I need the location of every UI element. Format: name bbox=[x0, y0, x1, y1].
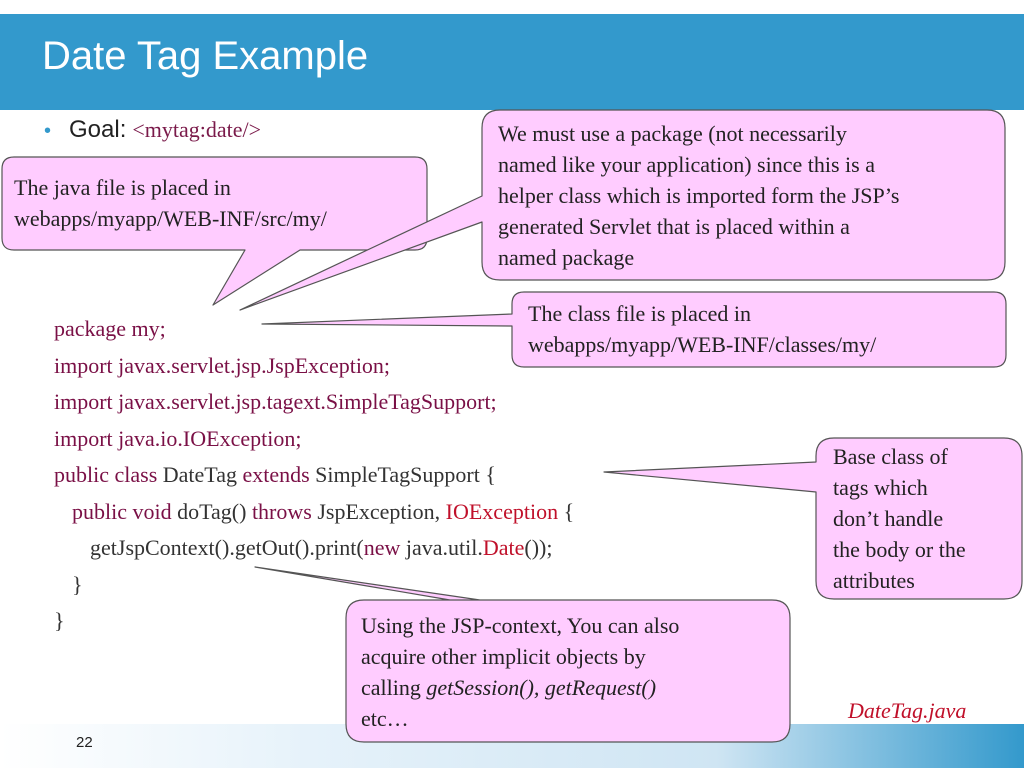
code-line-8: } bbox=[54, 567, 574, 604]
class-file-callout: The class file is placed in webapps/myap… bbox=[528, 298, 876, 360]
code-line-3: import javax.servlet.jsp.tagext.SimpleTa… bbox=[54, 384, 574, 421]
package-callout-shape bbox=[239, 109, 1006, 311]
callout-line: etc… bbox=[361, 706, 409, 731]
callout-line: Using the JSP-context, You can also bbox=[361, 613, 680, 638]
code-line-2: import javax.servlet.jsp.JspException; bbox=[54, 348, 574, 385]
code-text: java.util. bbox=[400, 535, 483, 560]
callout-line: generated Servlet that is placed within … bbox=[498, 214, 850, 239]
java-file-callout: The java file is placed in webapps/myapp… bbox=[14, 172, 327, 234]
code-keyword: extends bbox=[242, 462, 310, 487]
code-keyword: public class bbox=[54, 462, 158, 487]
base-class-callout: Base class of tags which don’t handle th… bbox=[833, 441, 966, 596]
callout-line: named like your application) since this … bbox=[498, 152, 875, 177]
package-callout: We must use a package (not necessarily n… bbox=[498, 118, 899, 273]
filename-label: DateTag.java bbox=[848, 698, 967, 723]
callout-line: The java file is placed in bbox=[14, 175, 231, 200]
callout-line: don’t handle bbox=[833, 506, 944, 531]
class-file-callout-shape bbox=[261, 291, 1007, 368]
code-text: } bbox=[54, 608, 65, 633]
code-text: } bbox=[72, 571, 83, 597]
code-line-7: getJspContext().getOut().print(new java.… bbox=[54, 530, 574, 567]
code-block: package my; import javax.servlet.jsp.Jsp… bbox=[54, 311, 574, 640]
code-highlight: IOException bbox=[445, 498, 559, 524]
code-text: ()); bbox=[524, 535, 553, 560]
code-text: { bbox=[558, 498, 575, 524]
callout-line: acquire other implicit objects by bbox=[361, 644, 646, 669]
base-class-callout-shape bbox=[603, 437, 1023, 600]
goal-bullet: • Goal:<mytag:date/> bbox=[44, 116, 261, 144]
code-line-1: package my; bbox=[54, 311, 574, 348]
title-bar: Date Tag Example bbox=[0, 14, 1024, 110]
slide-title: Date Tag Example bbox=[42, 34, 369, 78]
page-number: 22 bbox=[76, 734, 93, 751]
goal-label: Goal: bbox=[69, 116, 127, 143]
code-text: import javax.servlet.jsp.tagext.SimpleTa… bbox=[54, 389, 497, 414]
callout-line: helper class which is imported form the … bbox=[498, 183, 900, 208]
code-keyword: new bbox=[363, 535, 401, 560]
callout-line: The class file is placed in bbox=[528, 301, 751, 326]
jsp-context-callout-shape bbox=[254, 566, 791, 743]
callout-line: webapps/myapp/WEB-INF/classes/my/ bbox=[528, 332, 877, 357]
jsp-context-callout: Using the JSP-context, You can also acqu… bbox=[361, 610, 679, 734]
code-text: import java.io.IOException; bbox=[54, 425, 302, 451]
code-keyword: public void bbox=[72, 498, 172, 524]
code-text: SimpleTagSupport { bbox=[309, 462, 496, 487]
java-file-callout-shape bbox=[1, 156, 428, 306]
code-highlight: Date bbox=[482, 535, 525, 560]
code-text: JspException, bbox=[311, 498, 446, 524]
code-text: DateTag bbox=[157, 462, 243, 487]
callout-line: attributes bbox=[833, 568, 915, 593]
callout-line: We must use a package (not necessarily bbox=[498, 121, 847, 146]
code-line-9: } bbox=[54, 603, 574, 640]
callout-line: webapps/myapp/WEB-INF/src/my/ bbox=[14, 206, 327, 231]
code-line-6: public void doTag() throws JspException,… bbox=[54, 494, 574, 531]
callout-italic: getSession(), getRequest() bbox=[426, 675, 657, 700]
callout-line: tags which bbox=[833, 475, 928, 500]
callout-line: named package bbox=[498, 245, 635, 270]
callout-line: calling getSession(), getRequest() bbox=[361, 672, 679, 703]
code-text: doTag() bbox=[171, 498, 252, 524]
code-keyword: throws bbox=[251, 498, 312, 524]
callout-line: Base class of bbox=[833, 444, 948, 469]
bullet-dot-icon: • bbox=[44, 120, 52, 142]
callout-text: calling bbox=[361, 675, 427, 700]
callout-line: the body or the bbox=[833, 537, 966, 562]
code-line-4: import java.io.IOException; bbox=[54, 421, 574, 458]
code-text: getJspContext().getOut().print( bbox=[90, 535, 364, 560]
code-text: import javax.servlet.jsp.JspException; bbox=[54, 352, 391, 378]
code-line-5: public class DateTag extends SimpleTagSu… bbox=[54, 457, 574, 494]
code-text: package my; bbox=[54, 316, 166, 341]
goal-tag: <mytag:date/> bbox=[132, 117, 262, 142]
